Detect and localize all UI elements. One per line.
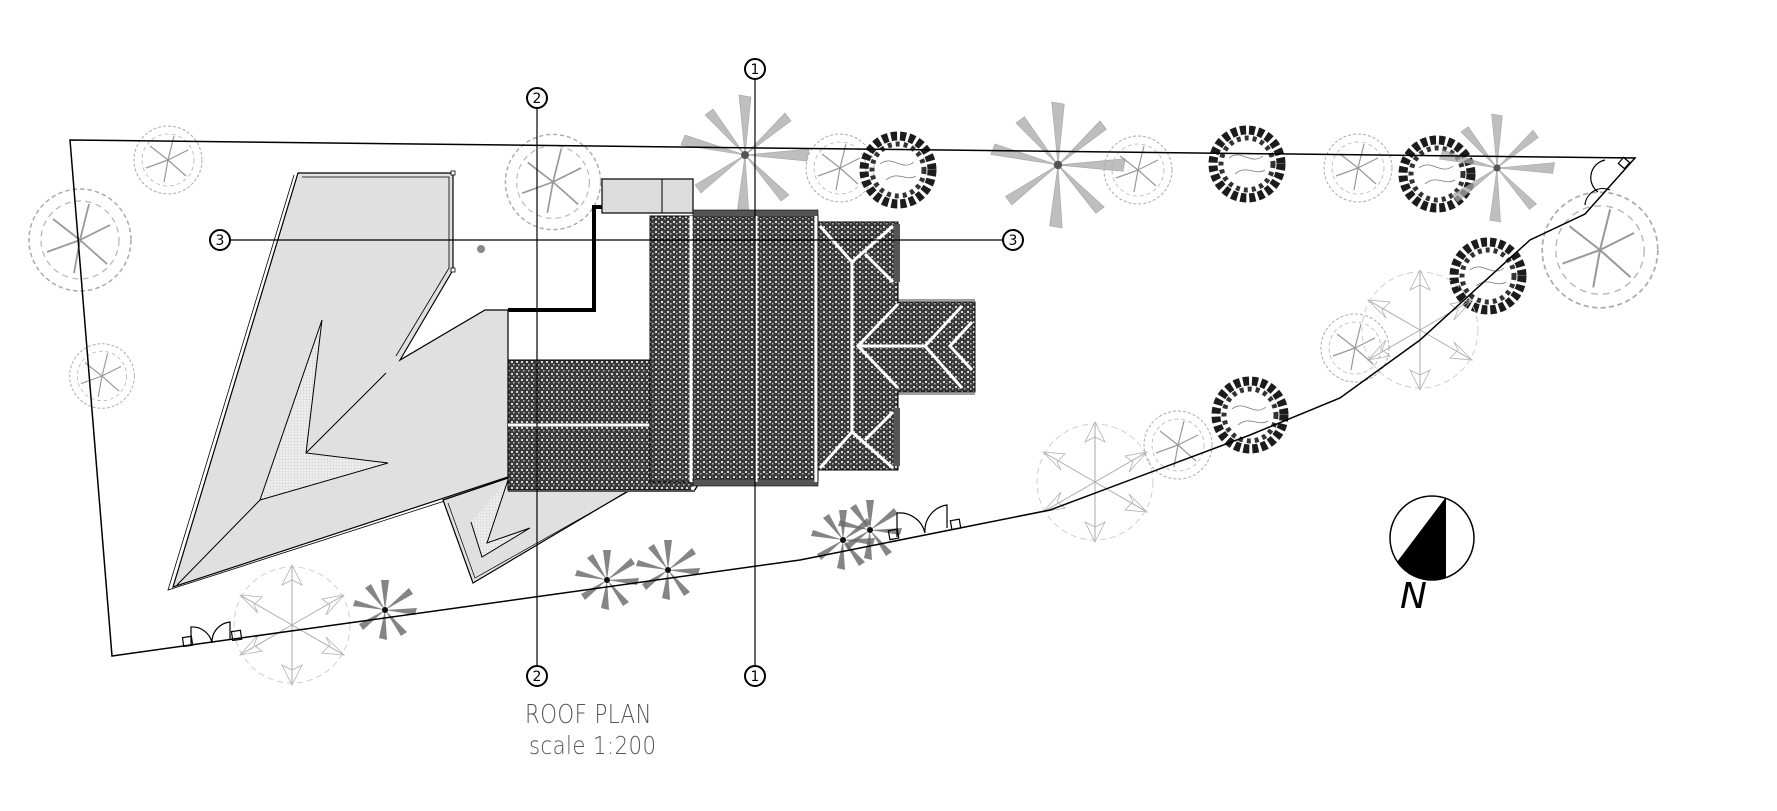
property-boundary — [69, 139, 1637, 657]
roof-valley — [259, 319, 389, 501]
carport-roof — [601, 178, 694, 214]
fern-tree — [1036, 421, 1154, 543]
grid-bubble-2-bottom: 2 — [526, 665, 548, 687]
palm-small — [353, 580, 417, 640]
svg-text:2: 2 — [533, 91, 542, 107]
tiled-roof-east-hip — [817, 221, 976, 471]
palm-small — [575, 550, 639, 610]
svg-text:1: 1 — [751, 62, 760, 78]
grid-bubble-3-left: 3 — [209, 229, 231, 251]
grid-bubble-1-top: 1 — [744, 58, 766, 80]
tree-light — [133, 125, 203, 195]
flat-roof-left — [167, 170, 511, 591]
svg-text:3: 3 — [216, 233, 225, 249]
tiled-roof-main — [649, 209, 819, 487]
tree-light-large — [28, 188, 132, 292]
tree-light — [1323, 133, 1393, 203]
palm-tree — [1438, 113, 1556, 223]
drawing-title-block: ROOF PLAN scale 1:200 — [525, 700, 685, 762]
svg-text:3: 3 — [1009, 233, 1018, 249]
drawing-scale: scale 1:200 — [529, 731, 657, 760]
gate-symbol — [181, 156, 1631, 648]
palm-small — [811, 510, 875, 570]
svg-text:2: 2 — [533, 669, 542, 685]
grid-bubble-3-right: 3 — [1002, 229, 1024, 251]
palm-tree — [990, 101, 1126, 229]
tree-dark — [1213, 130, 1281, 198]
drain-icon — [477, 245, 485, 253]
svg-text:1: 1 — [751, 669, 760, 685]
north-label: N — [1400, 576, 1427, 617]
tree-dark — [1216, 381, 1284, 449]
tree-light — [1143, 410, 1213, 480]
tree-light — [69, 343, 135, 409]
parapet-wall — [508, 205, 602, 312]
grid-lines — [230, 79, 1003, 665]
palm-tree — [680, 94, 810, 216]
grid-bubble-2-top: 2 — [526, 87, 548, 109]
flat-roof-lower — [442, 477, 653, 584]
palm-small — [636, 540, 700, 600]
north-arrow-icon — [1389, 495, 1475, 581]
tree-dark — [864, 136, 932, 204]
drawing-title: ROOF PLAN — [525, 700, 652, 730]
grid-bubbles: 1 1 2 2 3 3 — [209, 58, 1024, 687]
grid-bubble-1-bottom: 1 — [744, 665, 766, 687]
tree-light-large — [1541, 191, 1659, 309]
tree-light — [504, 133, 602, 231]
